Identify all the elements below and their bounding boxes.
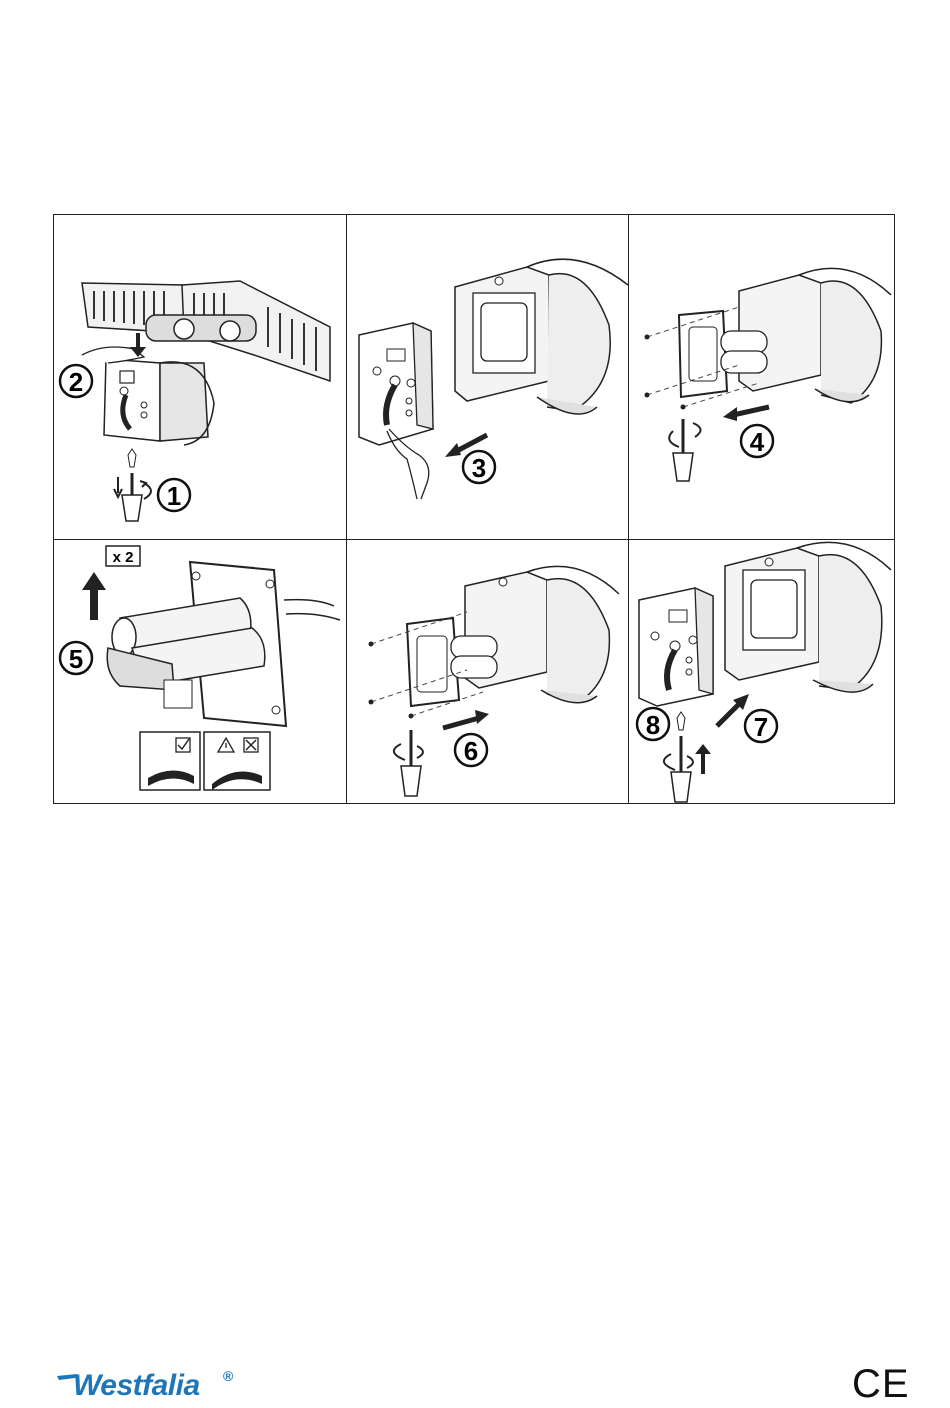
panel-step-1-2: 2 1 xyxy=(54,215,346,539)
step-3-marker: 3 xyxy=(463,451,495,483)
ce-certification-mark: CE xyxy=(852,1362,910,1406)
step-8-marker: 8 xyxy=(637,708,669,740)
step-4-marker: 4 xyxy=(741,425,773,457)
step-markers: 8 7 xyxy=(629,540,895,804)
svg-text:4: 4 xyxy=(750,427,765,457)
step-markers: 3 xyxy=(347,215,628,539)
panel-step-5: x 2 5 xyxy=(54,540,346,804)
step-6-marker: 6 xyxy=(455,734,487,766)
svg-text:2: 2 xyxy=(69,367,83,397)
svg-text:1: 1 xyxy=(167,481,181,511)
panel-step-4: 4 xyxy=(629,215,895,539)
step-2-marker: 2 xyxy=(60,365,92,397)
step-1-marker: 1 xyxy=(158,479,190,511)
svg-text:5: 5 xyxy=(69,644,83,674)
svg-text:8: 8 xyxy=(646,710,660,740)
step-7-marker: 7 xyxy=(745,710,777,742)
svg-text:7: 7 xyxy=(754,712,768,742)
step-5-marker: 5 xyxy=(60,642,92,674)
panel-step-7-8: 8 7 xyxy=(629,540,895,804)
svg-text:6: 6 xyxy=(464,736,478,766)
step-markers: 2 1 xyxy=(54,215,346,539)
assembly-instructions-grid: 2 1 xyxy=(53,214,895,804)
step-markers: 4 xyxy=(629,215,895,539)
step-markers: 5 xyxy=(54,540,346,804)
svg-text:3: 3 xyxy=(472,453,486,483)
brand-name: Westfalia xyxy=(73,1368,200,1404)
panel-step-6: 6 xyxy=(347,540,628,804)
panel-step-3: 3 xyxy=(347,215,628,539)
step-markers: 6 xyxy=(347,540,628,804)
registered-mark: ® xyxy=(223,1368,233,1384)
